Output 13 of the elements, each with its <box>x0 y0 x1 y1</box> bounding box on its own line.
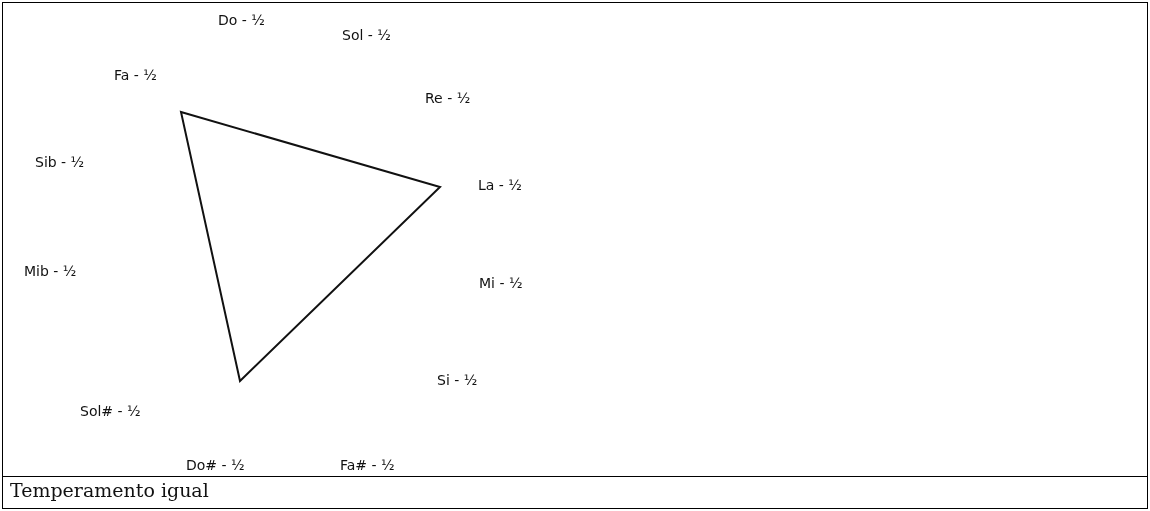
note-label: Si - ½ <box>437 372 478 388</box>
note-label: Do - ½ <box>218 12 265 28</box>
note-label: Sib - ½ <box>35 154 85 170</box>
note-label: Do# - ½ <box>186 457 245 473</box>
note-label: Mib - ½ <box>24 263 77 279</box>
note-label: Sol - ½ <box>342 27 391 43</box>
note-label: Mi - ½ <box>479 275 523 291</box>
note-label: Fa - ½ <box>114 67 157 83</box>
note-label: La - ½ <box>478 177 522 193</box>
note-label: Sol# - ½ <box>80 403 141 419</box>
caption: Temperamento igual <box>10 479 209 501</box>
note-label: Fa# - ½ <box>340 457 395 473</box>
note-label: Re - ½ <box>425 90 471 106</box>
